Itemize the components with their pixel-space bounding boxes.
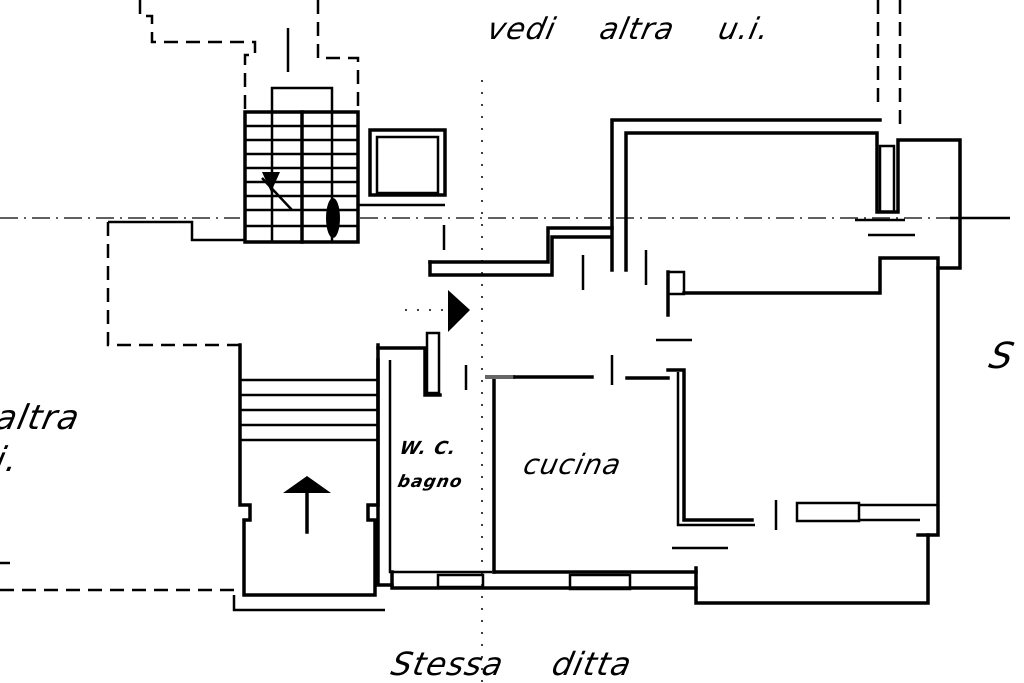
label-bagno: bagno xyxy=(395,472,465,492)
left-landing xyxy=(106,220,245,347)
label-stessa-ditta: Stessa ditta xyxy=(387,645,636,683)
neighbor-boundary-upper-left xyxy=(138,0,360,110)
stair-up-marker-icon xyxy=(326,198,340,238)
stair-down-arrow-icon xyxy=(262,172,280,192)
axis-lines xyxy=(0,80,1010,682)
room-wc-bagno xyxy=(376,331,496,587)
room-cucina xyxy=(485,355,938,550)
stair-up-arrow-icon xyxy=(283,476,331,493)
label-vedi-altra-ui: vedi altra u.i. xyxy=(484,12,774,47)
lower-staircase xyxy=(232,343,385,612)
label-altra-left: altra xyxy=(0,398,84,438)
room-upper-right xyxy=(610,0,962,537)
label-cucina: cucina xyxy=(520,448,625,481)
entry-corridor xyxy=(405,225,648,332)
neighbor-boundary-lower-left xyxy=(0,561,234,592)
shaft-box xyxy=(358,128,447,207)
upper-staircase xyxy=(243,86,360,244)
entrance-arrow-icon xyxy=(448,290,470,332)
label-wc: W. C. xyxy=(397,438,459,459)
bottom-wall xyxy=(390,533,930,605)
